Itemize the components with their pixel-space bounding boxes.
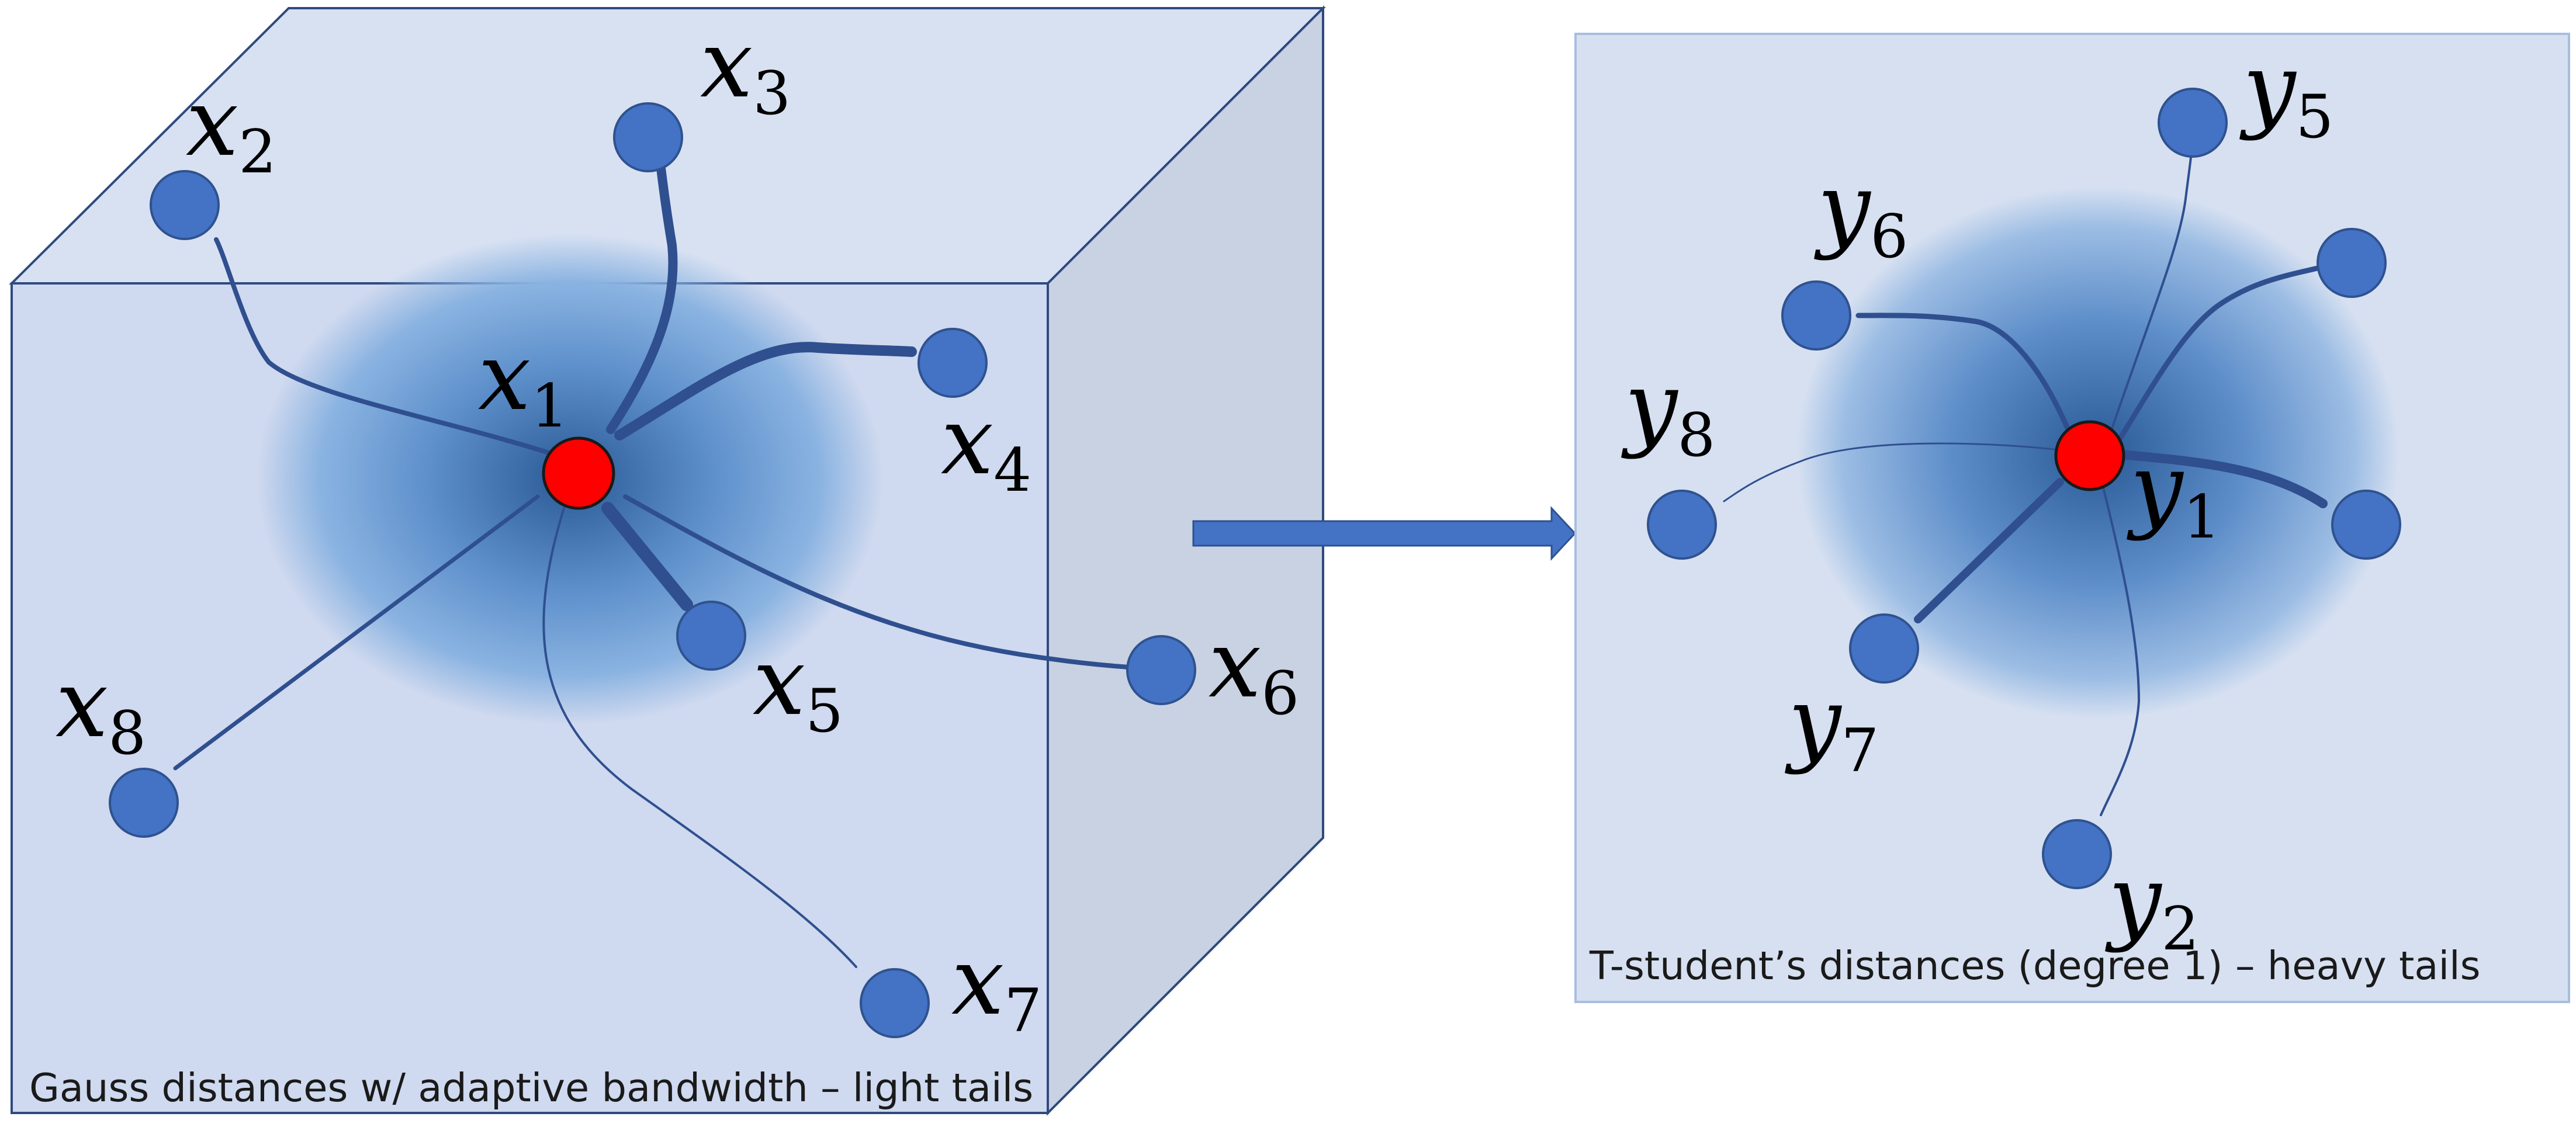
- edge-x1-x4: [614, 342, 917, 441]
- center-node-y1: [2054, 420, 2125, 491]
- edge-x1-x5: [601, 502, 693, 611]
- label-y8: y8: [1621, 351, 1715, 470]
- edge-x1-x2: [214, 237, 578, 464]
- label-x5: x5: [753, 627, 843, 746]
- label-x6: x6: [1209, 609, 1299, 729]
- node-rightedge: [2331, 490, 2401, 560]
- right-nodes: [1647, 88, 2401, 889]
- node-topright: [2317, 228, 2387, 298]
- edge-x1-x6: [623, 494, 1130, 670]
- right-caption: T-student’s distances (degree 1) – heavy…: [1589, 943, 2481, 989]
- arrow-shape: [1192, 506, 1577, 561]
- node-y2: [2042, 819, 2112, 889]
- label-x3: x3: [700, 9, 791, 129]
- left-edges: [173, 159, 1130, 968]
- edge-y1-y2: [2100, 484, 2141, 816]
- edge-x1-x3: [606, 159, 678, 434]
- node-y6: [1781, 280, 1851, 351]
- right-edges: [1723, 151, 2328, 816]
- label-y1: y1: [2127, 433, 2221, 552]
- edge-y1-topright: [2115, 265, 2323, 444]
- label-y5: y5: [2239, 33, 2333, 152]
- node-y8: [1647, 490, 1717, 560]
- left-labels: x1 x2 x3 x4 x5 x6 x7 x8: [56, 9, 1299, 1046]
- node-y5: [2158, 88, 2228, 158]
- label-x7: x7: [951, 927, 1042, 1046]
- label-y2: y2: [2105, 845, 2199, 964]
- edge-x1-x8: [173, 494, 540, 771]
- node-x8: [109, 768, 179, 838]
- node-x6: [1126, 635, 1196, 705]
- edge-y1-rightedge: [2117, 450, 2328, 508]
- edge-y1-y5: [2108, 151, 2193, 436]
- edge-x1-x7: [542, 507, 857, 968]
- label-y6: y6: [1814, 152, 1908, 272]
- label-x1: x1: [478, 322, 569, 441]
- right-labels: y1 y2 y5 y6 y7 y8: [1621, 33, 2333, 964]
- transform-arrow: [1192, 506, 1577, 561]
- node-x5: [676, 601, 746, 671]
- label-x2: x2: [186, 68, 276, 187]
- center-node-x1: [542, 436, 615, 510]
- edge-y1-y6: [1855, 313, 2075, 441]
- left-nodes: [109, 102, 1196, 1038]
- edge-y1-y7: [1914, 478, 2064, 623]
- node-x3: [613, 102, 683, 172]
- node-y7: [1849, 613, 1919, 684]
- left-caption: Gauss distances w/ adaptive bandwidth – …: [29, 1065, 1033, 1111]
- node-x2: [150, 170, 220, 240]
- label-x8: x8: [56, 649, 146, 768]
- label-x4: x4: [941, 386, 1031, 505]
- label-y7: y7: [1785, 667, 1879, 786]
- node-x7: [860, 968, 930, 1038]
- node-x4: [917, 328, 988, 398]
- edge-y1-y8: [1723, 442, 2061, 502]
